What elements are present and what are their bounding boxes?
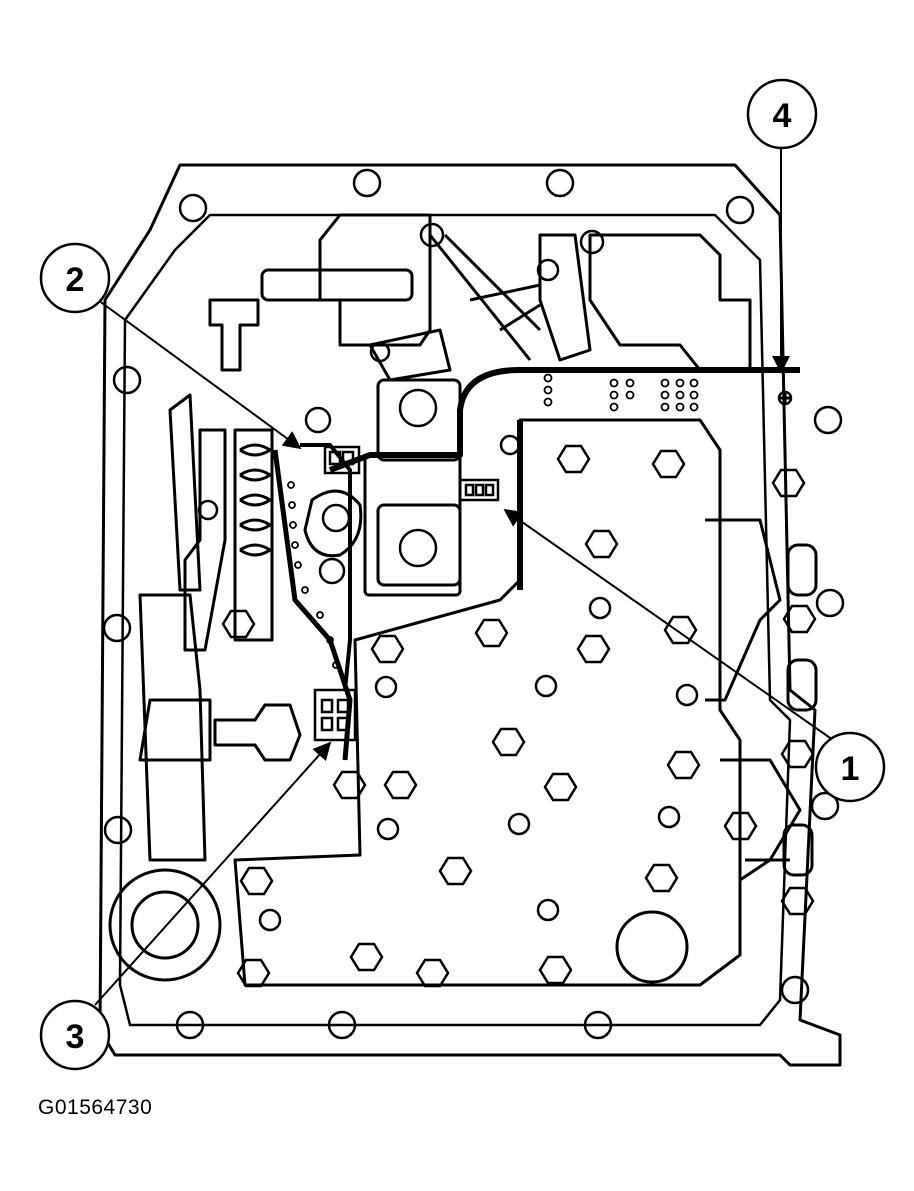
upper-block-left — [260, 268, 414, 302]
callout-3-label: 3 — [66, 1018, 85, 1056]
callout-4: 4 — [746, 78, 818, 150]
harness-clip — [778, 391, 792, 405]
arrow-3 — [94, 741, 332, 1006]
callout-4-label: 4 — [773, 97, 792, 135]
callout-1: 1 — [814, 731, 886, 803]
retainer-bolt — [208, 298, 260, 372]
gasket-outline — [118, 213, 792, 1027]
leader-arrows — [94, 148, 834, 1006]
callout-2: 2 — [39, 242, 111, 314]
seal-outer — [108, 868, 222, 982]
figure-id-label: G01564730 — [38, 1096, 153, 1119]
callout-2-label: 2 — [66, 261, 85, 299]
left-ribs — [138, 393, 212, 762]
seal-inner — [130, 890, 200, 960]
detent-spring — [233, 428, 274, 642]
bracket-arm — [538, 233, 592, 362]
connector-3 — [313, 688, 357, 742]
connectors — [313, 390, 793, 742]
connector-1 — [458, 478, 500, 502]
shift-shaft — [138, 593, 207, 862]
harness-small-holes — [287, 373, 699, 669]
linkage-rods — [428, 233, 542, 361]
case-bolt-holes — [102, 168, 845, 1040]
cam-plate — [303, 489, 363, 558]
callout-3: 3 — [39, 999, 111, 1071]
arrow-1 — [503, 508, 834, 741]
large-port — [615, 910, 689, 984]
arrow-2 — [97, 299, 302, 450]
harness-wire-2 — [300, 443, 352, 691]
slot-2 — [786, 658, 818, 712]
upper-block-frame — [318, 213, 432, 347]
upper-right-housing — [588, 233, 752, 372]
valve-body-hex-bolts — [221, 444, 817, 988]
shift-rod — [213, 703, 302, 762]
slot-1 — [786, 543, 818, 597]
wiring-harness — [328, 367, 800, 590]
slot-3 — [782, 823, 814, 877]
valve-body-plate — [233, 418, 742, 987]
left-harness — [272, 449, 353, 761]
solenoid-lower — [376, 503, 462, 587]
callout-1-label: 1 — [841, 750, 860, 788]
connector-2 — [323, 445, 361, 475]
coil-1 — [239, 443, 272, 557]
link-plate — [368, 328, 452, 382]
solenoid-upper — [376, 378, 462, 462]
